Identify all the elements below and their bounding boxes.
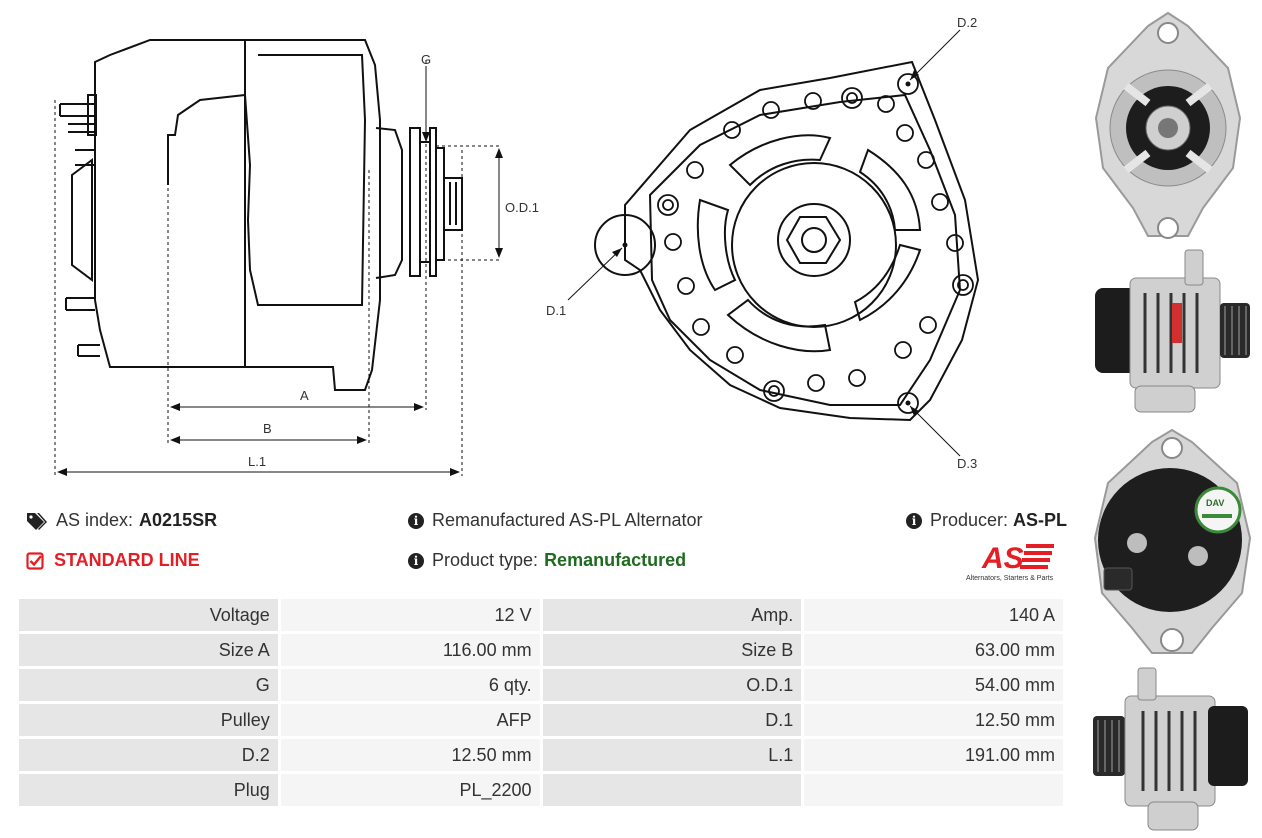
table-row: Voltage 12 V Amp. 140 A xyxy=(19,599,1063,631)
description-text: Remanufactured AS-PL Alternator xyxy=(432,510,703,530)
producer-value: AS-PL xyxy=(1013,510,1068,530)
info-icon: i xyxy=(906,512,922,529)
product-type-row: i Product type: Remanufactured xyxy=(408,550,686,571)
photo-rear-view: DAV xyxy=(1093,428,1252,654)
spec-table: Voltage 12 V Amp. 140 A Size A 116.00 mm… xyxy=(16,596,1066,809)
spec-value: 140 A xyxy=(804,599,1063,631)
table-row: Size A 116.00 mm Size B 63.00 mm xyxy=(19,634,1063,666)
photo-side-view-1 xyxy=(1095,249,1250,413)
table-row: Plug PL_2200 xyxy=(19,774,1063,806)
label-od1: O.D.1 xyxy=(505,200,539,215)
label-d1: D.1 xyxy=(546,303,566,318)
as-index-label: AS index: xyxy=(56,510,134,530)
technical-drawing: G O.D.1 A B L.1 xyxy=(54,15,980,476)
table-row: Pulley AFP D.1 12.50 mm xyxy=(19,704,1063,736)
spec-key: Size A xyxy=(19,634,278,666)
spec-key xyxy=(542,774,802,806)
as-pl-logo: AS Alternators, Starters & Parts xyxy=(966,542,1054,582)
spec-value xyxy=(804,774,1063,806)
producer-row: i Producer: AS-PL xyxy=(906,510,1067,531)
label-d3: D.3 xyxy=(957,456,977,471)
label-b: B xyxy=(263,421,272,436)
spec-value: 12.50 mm xyxy=(280,739,540,771)
spec-value: 54.00 mm xyxy=(804,669,1063,701)
label-a: A xyxy=(300,388,309,403)
spec-value: AFP xyxy=(280,704,540,736)
spec-key: O.D.1 xyxy=(542,669,802,701)
product-type-label: Product type: xyxy=(432,550,539,570)
description-row: i Remanufactured AS-PL Alternator xyxy=(408,510,702,531)
as-index-row: AS index: A0215SR xyxy=(26,510,217,531)
info-icon: i xyxy=(408,512,424,529)
label-d2: D.2 xyxy=(957,15,977,30)
spec-key: Size B xyxy=(542,634,802,666)
standard-line-row: STANDARD LINE xyxy=(26,550,200,571)
spec-key: Plug xyxy=(19,774,278,806)
dav-badge-text: DAV xyxy=(1206,498,1224,508)
spec-value: 191.00 mm xyxy=(804,739,1063,771)
product-type-value: Remanufactured xyxy=(544,550,687,570)
spec-key: Pulley xyxy=(19,704,278,736)
label-g: G xyxy=(421,52,431,67)
label-l1: L.1 xyxy=(248,454,266,469)
spec-value: 12 V xyxy=(280,599,540,631)
checkbox-icon xyxy=(26,551,44,570)
photo-front-view xyxy=(1094,11,1242,239)
standard-line-label: STANDARD LINE xyxy=(54,550,200,570)
spec-key: L.1 xyxy=(542,739,802,771)
spec-key: Voltage xyxy=(19,599,278,631)
spec-value: 12.50 mm xyxy=(804,704,1063,736)
spec-key: Amp. xyxy=(542,599,802,631)
table-row: D.2 12.50 mm L.1 191.00 mm xyxy=(19,739,1063,771)
spec-key: D.1 xyxy=(542,704,802,736)
photo-side-view-2 xyxy=(1093,667,1248,831)
logo-tagline: Alternators, Starters & Parts xyxy=(966,575,1054,582)
spec-value: PL_2200 xyxy=(280,774,540,806)
spec-value: 6 qty. xyxy=(280,669,540,701)
table-row: G 6 qty. O.D.1 54.00 mm xyxy=(19,669,1063,701)
spec-key: G xyxy=(19,669,278,701)
logo-mark: AS xyxy=(981,542,1024,575)
spec-key: D.2 xyxy=(19,739,278,771)
tags-icon xyxy=(26,512,48,530)
info-icon: i xyxy=(408,552,424,569)
as-index-value: A0215SR xyxy=(139,510,218,530)
producer-label: Producer: xyxy=(930,510,1009,530)
spec-value: 116.00 mm xyxy=(280,634,540,666)
spec-value: 63.00 mm xyxy=(804,634,1063,666)
